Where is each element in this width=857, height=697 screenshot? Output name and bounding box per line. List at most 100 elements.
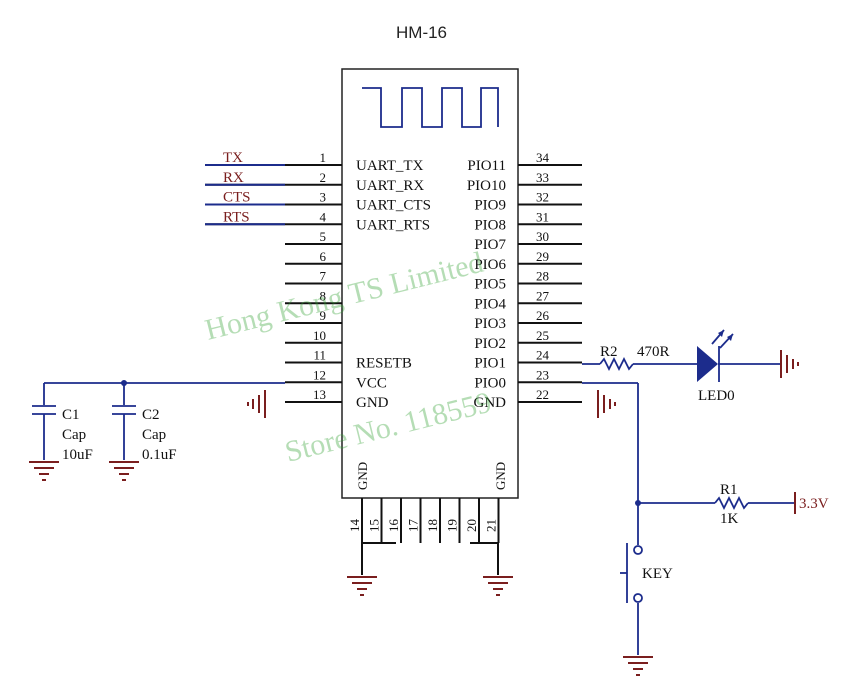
bottom-pin-number: 18 [425, 519, 440, 532]
left-pin-number: 9 [320, 308, 327, 323]
bottom-pin-number: 17 [406, 519, 421, 533]
ground-symbol [483, 576, 513, 596]
right-pin-number: 33 [536, 170, 549, 185]
right-pin-name: PIO3 [474, 316, 506, 332]
left-pin: 7 [285, 269, 342, 285]
left-pin-number: 11 [313, 348, 326, 363]
r2-ref: R2 [600, 344, 618, 360]
left-pin-number: 12 [313, 367, 326, 382]
c2-value: 0.1uF [142, 447, 177, 463]
right-pin-name: PIO9 [474, 198, 506, 214]
left-pin: 10 [285, 328, 342, 344]
led-ref: LED0 [698, 388, 735, 404]
bottom-pin-number: 19 [445, 519, 460, 532]
left-pin-name: UART_TX [356, 158, 424, 174]
push-button-icon [620, 543, 643, 603]
left-pin: 8 [285, 288, 342, 305]
bottom-pin-number: 16 [386, 519, 401, 533]
ground-symbol [780, 350, 799, 378]
left-pin-name: UART_RTS [356, 217, 430, 233]
module-body [341, 68, 519, 499]
bottom-pin: 20 [464, 498, 480, 543]
c1-ref: C1 [62, 407, 80, 423]
r1-ref: R1 [720, 482, 738, 498]
ground-symbol [247, 390, 266, 418]
left-pin-number: 8 [320, 288, 327, 303]
led-circuit-wiring [582, 356, 780, 372]
left-pin-number: 5 [320, 229, 327, 244]
left-pin-name: RESETB [356, 356, 412, 372]
bottom-pin: 17 [406, 498, 422, 543]
right-pin-number: 31 [536, 209, 549, 224]
left-pin-number: 6 [320, 249, 327, 264]
right-pin-name: GND [474, 395, 507, 411]
right-pin-group: 34PIO1133PIO1032PIO931PIO830PIO729PIO628… [467, 150, 582, 411]
capacitor-c1 [32, 405, 56, 460]
net-label: RX [223, 170, 244, 186]
left-pin: 6 [285, 249, 342, 265]
left-pin-number: 1 [320, 150, 327, 165]
left-pin-name: UART_CTS [356, 198, 431, 214]
right-pin-number: 24 [536, 348, 550, 363]
left-pin-name: VCC [356, 375, 387, 391]
left-pin: 5 [285, 229, 342, 245]
left-pin-number: 4 [320, 209, 327, 224]
net-label: TX [223, 150, 243, 166]
right-pin-number: 23 [536, 367, 549, 382]
capacitor-c2 [112, 405, 136, 460]
bottom-pin: 15 [367, 498, 383, 543]
right-pin-name: PIO1 [474, 356, 506, 372]
bottom-pin-number: 15 [367, 519, 382, 532]
vcc-rail [43, 380, 285, 405]
right-pin-name: PIO2 [474, 336, 506, 352]
right-pin-name: PIO8 [474, 217, 506, 233]
left-pin-number: 10 [313, 328, 326, 343]
c1-value: 10uF [62, 447, 93, 463]
right-pin-name: PIO11 [467, 158, 506, 174]
right-pin-number: 34 [536, 150, 550, 165]
right-pin-name: PIO4 [474, 296, 506, 312]
left-pin-group: 1UART_TX2UART_RX3UART_CTS4UART_RTS567891… [205, 150, 431, 411]
right-pin-name: PIO7 [474, 237, 506, 253]
bottom-pin: 18 [425, 498, 441, 543]
bottom-pin: 16 [386, 498, 402, 543]
left-pin-number: 7 [320, 269, 327, 284]
right-pin-number: 30 [536, 229, 549, 244]
bottom-pin-number: 20 [464, 519, 479, 532]
key-circuit-wiring [582, 382, 796, 655]
c2-ref: C2 [142, 407, 160, 423]
right-pin-name: PIO10 [467, 178, 506, 194]
diagram-title: HM-16 [396, 23, 447, 42]
bottom-pin-number: 14 [347, 519, 362, 533]
bottom-ground-wiring [361, 542, 499, 575]
key-label: KEY [642, 566, 673, 582]
ground-symbol [623, 656, 653, 676]
right-pin-name: PIO0 [474, 375, 506, 391]
right-pin-number: 28 [536, 269, 549, 284]
left-pin-number: 3 [320, 190, 327, 205]
left-pin-name: UART_RX [356, 178, 424, 194]
antenna-trace [362, 87, 499, 128]
left-pin-name: GND [356, 395, 389, 411]
c1-type: Cap [62, 427, 86, 443]
right-pin-number: 32 [536, 190, 549, 205]
